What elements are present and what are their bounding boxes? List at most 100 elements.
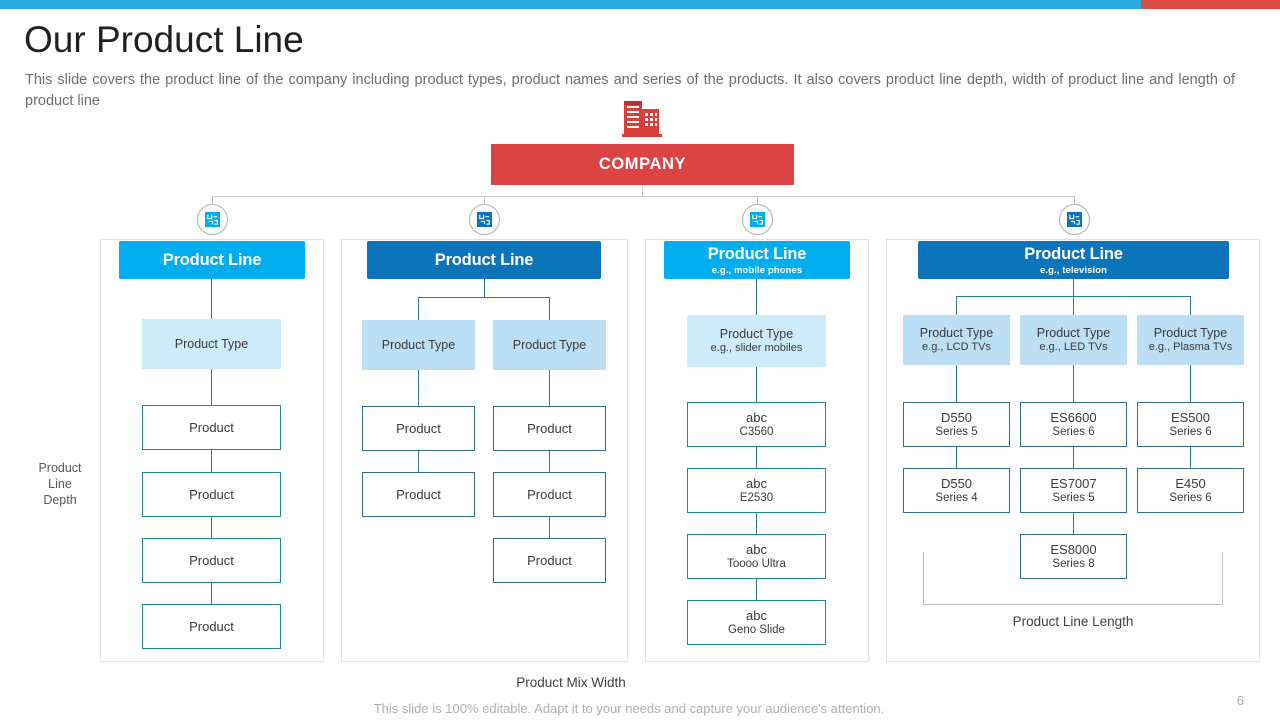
link-line-4-2-p1-p2 [1073, 447, 1074, 468]
product-box-4-3-1[interactable]: ES500 Series 6 [1137, 402, 1244, 447]
product-box-1-2[interactable]: Product [142, 472, 281, 517]
product-name: Product [396, 487, 441, 502]
box-icon [477, 212, 492, 227]
product-box-1-1[interactable]: Product [142, 405, 281, 450]
link-line-3-p3-p4 [756, 579, 757, 600]
product-name: ES7007 [1050, 475, 1097, 491]
product-name: D550 [940, 475, 973, 491]
product-box-4-3-2[interactable]: E450 Series 6 [1137, 468, 1244, 513]
product-line-header-2[interactable]: Product Line [367, 241, 601, 279]
product-box-4-2-1[interactable]: ES6600 Series 6 [1020, 402, 1127, 447]
product-series: Series 4 [935, 491, 978, 504]
box-icon [750, 212, 765, 227]
link-line-1-head-type [211, 279, 212, 319]
product-type-title: Product Type [1036, 326, 1111, 340]
product-series: Series 5 [935, 425, 978, 438]
product-type-title: Product Type [174, 337, 249, 351]
product-name: abc [746, 541, 767, 557]
product-name: Product [396, 421, 441, 436]
product-box-4-1-2[interactable]: D550 Series 4 [903, 468, 1010, 513]
page-title: Our Product Line [24, 19, 304, 60]
company-node[interactable]: COMPANY [491, 144, 794, 185]
product-type-2-1[interactable]: Product Type [362, 320, 475, 370]
product-type-1-1[interactable]: Product Type [142, 319, 281, 369]
product-type-4-1[interactable]: Product Type e.g., LCD TVs [903, 315, 1010, 365]
product-series: Series 6 [1169, 491, 1212, 504]
link-line-4-1-p1-p2 [956, 447, 957, 468]
link-line-1-p2-p3 [211, 517, 212, 538]
product-name: ES6600 [1050, 409, 1097, 425]
product-box-3-3[interactable]: abc Toooo Ultra [687, 534, 826, 579]
product-type-3-1[interactable]: Product Type e.g., slider mobiles [687, 315, 826, 367]
box-icon-circle-1[interactable] [197, 204, 228, 235]
product-series: E2530 [739, 491, 774, 504]
top-accent-bar [0, 0, 1280, 9]
product-name: ES8000 [1050, 541, 1097, 557]
link-line-3-p1-p2 [756, 447, 757, 468]
box-icon-circle-2[interactable] [469, 204, 500, 235]
product-box-4-1-1[interactable]: D550 Series 5 [903, 402, 1010, 447]
link-line-2-2-type-p1 [549, 370, 550, 406]
link-line-4-3-p1-p2 [1190, 447, 1191, 468]
product-name: abc [746, 409, 767, 425]
product-box-1-3[interactable]: Product [142, 538, 281, 583]
product-type-title: Product Type [1153, 326, 1228, 340]
page-subtitle: This slide covers the product line of th… [25, 72, 1235, 109]
product-name: Product [189, 619, 234, 634]
product-box-3-4[interactable]: abc Geno Slide [687, 600, 826, 645]
product-name: Product [189, 487, 234, 502]
product-line-depth-label: Product Line Depth [20, 460, 100, 508]
product-type-4-2[interactable]: Product Type e.g., LED TVs [1020, 315, 1127, 365]
connector-drop-4 [1074, 196, 1075, 205]
product-name: Product [527, 421, 572, 436]
product-name: Product [189, 553, 234, 568]
box-icon-circle-3[interactable] [742, 204, 773, 235]
product-type-title: Product Type [719, 327, 794, 341]
product-box-2-2-1[interactable]: Product [493, 406, 606, 451]
product-type-4-3[interactable]: Product Type e.g., Plasma TVs [1137, 315, 1244, 365]
product-mix-width-label: Product Mix Width [0, 675, 1258, 690]
product-line-panel-3 [645, 239, 869, 662]
link-line-2-branch-left [418, 297, 419, 320]
product-box-4-2-2[interactable]: ES7007 Series 5 [1020, 468, 1127, 513]
depth-label-line-3: Depth [43, 493, 77, 507]
product-series: Series 5 [1052, 491, 1095, 504]
product-box-2-2-3[interactable]: Product [493, 538, 606, 583]
product-box-3-1[interactable]: abc C3560 [687, 402, 826, 447]
product-mix-width-text: Product Mix Width [516, 675, 626, 690]
product-line-header-3[interactable]: Product Line e.g., mobile phones [664, 241, 850, 279]
product-box-3-2[interactable]: abc E2530 [687, 468, 826, 513]
link-line-4-branch-left [956, 296, 957, 315]
product-type-title: Product Type [919, 326, 994, 340]
product-type-subtitle: e.g., Plasma TVs [1148, 341, 1233, 353]
product-name: abc [746, 607, 767, 623]
product-series: Geno Slide [728, 623, 785, 636]
product-line-header-4[interactable]: Product Line e.g., television [918, 241, 1229, 279]
product-box-4-2-3[interactable]: ES8000 Series 8 [1020, 534, 1127, 579]
product-box-2-1-2[interactable]: Product [362, 472, 475, 517]
product-line-title: Product Line [434, 250, 534, 269]
product-line-title: Product Line [162, 250, 262, 269]
box-icon-circle-4[interactable] [1059, 204, 1090, 235]
product-name: Product [527, 487, 572, 502]
link-line-2-1-p1-p2 [418, 451, 419, 472]
product-type-2-2[interactable]: Product Type [493, 320, 606, 370]
connector-company-down [642, 185, 643, 196]
product-line-panel-1 [100, 239, 324, 662]
building-icon [622, 101, 664, 137]
link-line-1-p1-p2 [211, 450, 212, 472]
company-label: COMPANY [598, 155, 687, 173]
link-line-4-branch-right [1190, 296, 1191, 315]
product-line-header-1[interactable]: Product Line [119, 241, 305, 279]
product-box-2-1-1[interactable]: Product [362, 406, 475, 451]
product-series: Series 6 [1169, 425, 1212, 438]
product-box-2-2-2[interactable]: Product [493, 472, 606, 517]
product-box-1-4[interactable]: Product [142, 604, 281, 649]
link-line-1-type-p1 [211, 369, 212, 405]
product-type-subtitle: e.g., LCD TVs [922, 341, 991, 353]
product-name: abc [746, 475, 767, 491]
link-line-4-branch-mid [1073, 296, 1074, 315]
product-series: Series 6 [1052, 425, 1095, 438]
link-line-4-head-down [1073, 279, 1074, 296]
